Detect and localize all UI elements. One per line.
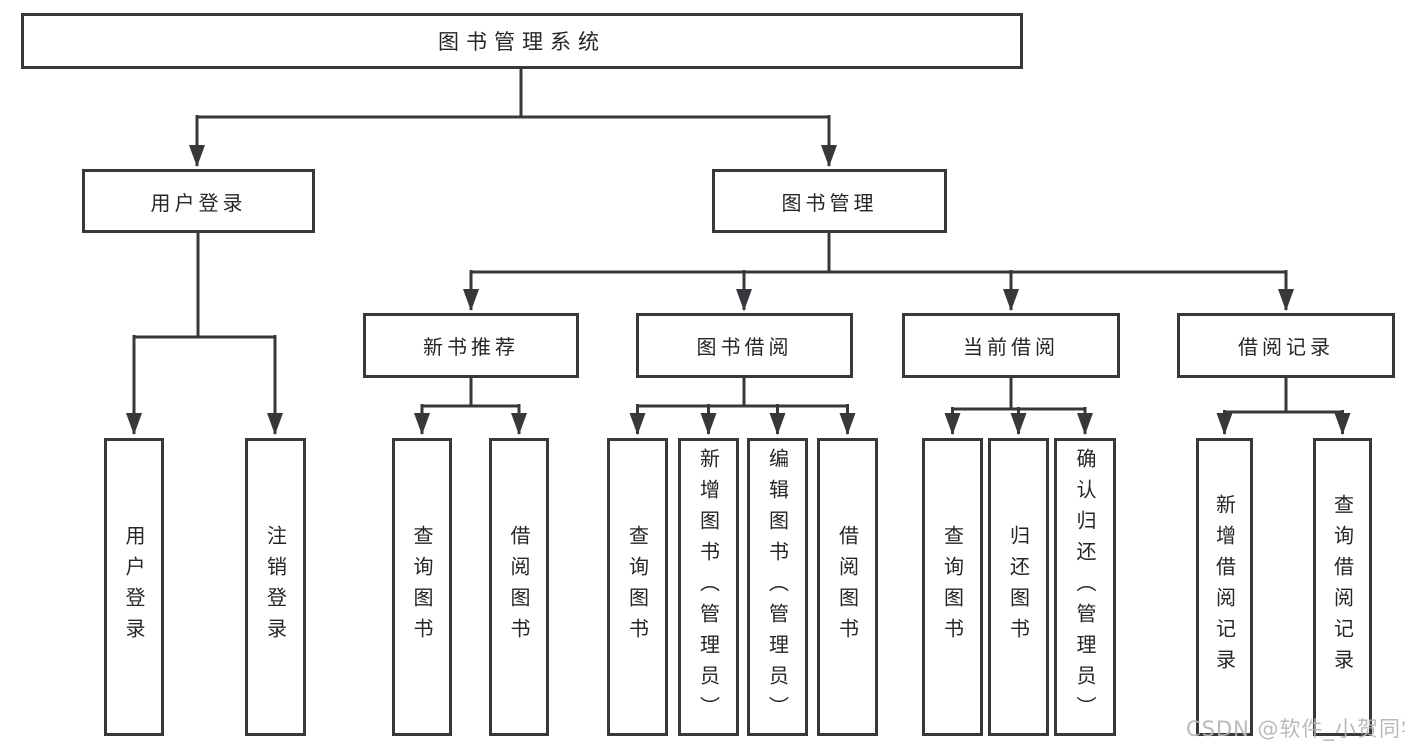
leaf-label: 新增借阅记录 [1212,494,1237,680]
leaf-label: 注销登录 [263,525,288,649]
leaf-label: 借阅图书 [507,525,531,649]
leaf-query-books-current: 查询图书 [922,438,983,736]
leaf-label: 查询图书 [625,525,650,649]
leaf-confirm-return-admin: 确认归还（管理员） [1054,438,1116,736]
node-new-book-recommend: 新书推荐 [363,313,579,378]
leaf-borrow-books-recommend: 借阅图书 [489,438,549,736]
leaf-label: 新增图书（管理员） [696,447,721,727]
leaf-label: 查询图书 [940,525,965,649]
node-borrow-records: 借阅记录 [1177,313,1395,378]
node-library-system: 图书管理系统 [21,13,1023,69]
leaf-add-borrow-record: 新增借阅记录 [1196,438,1253,736]
leaf-user-login: 用户登录 [104,438,164,736]
node-user-login: 用户登录 [82,169,315,233]
leaf-label: 编辑图书（管理员） [765,447,790,727]
leaf-add-books-admin: 新增图书（管理员） [678,438,739,736]
leaf-edit-books-admin: 编辑图书（管理员） [747,438,808,736]
leaf-query-books: 查询图书 [607,438,668,736]
leaf-label: 确认归还（管理员） [1073,447,1097,727]
leaf-label: 查询图书 [410,525,434,649]
leaf-label: 查询借阅记录 [1330,494,1355,680]
leaf-return-books: 归还图书 [988,438,1049,736]
leaf-label: 用户登录 [122,525,146,649]
leaf-query-borrow-record: 查询借阅记录 [1313,438,1372,736]
node-book-borrowing: 图书借阅 [636,313,853,378]
leaf-logout: 注销登录 [245,438,306,736]
leaf-label: 归还图书 [1006,525,1031,649]
leaf-label: 借阅图书 [835,525,860,649]
node-current-borrowing: 当前借阅 [902,313,1120,378]
leaf-borrow-books: 借阅图书 [817,438,878,736]
csdn-watermark: CSDN @软件_小贺同学 [1186,717,1405,741]
node-book-management: 图书管理 [712,169,947,233]
leaf-query-books-recommend: 查询图书 [392,438,452,736]
